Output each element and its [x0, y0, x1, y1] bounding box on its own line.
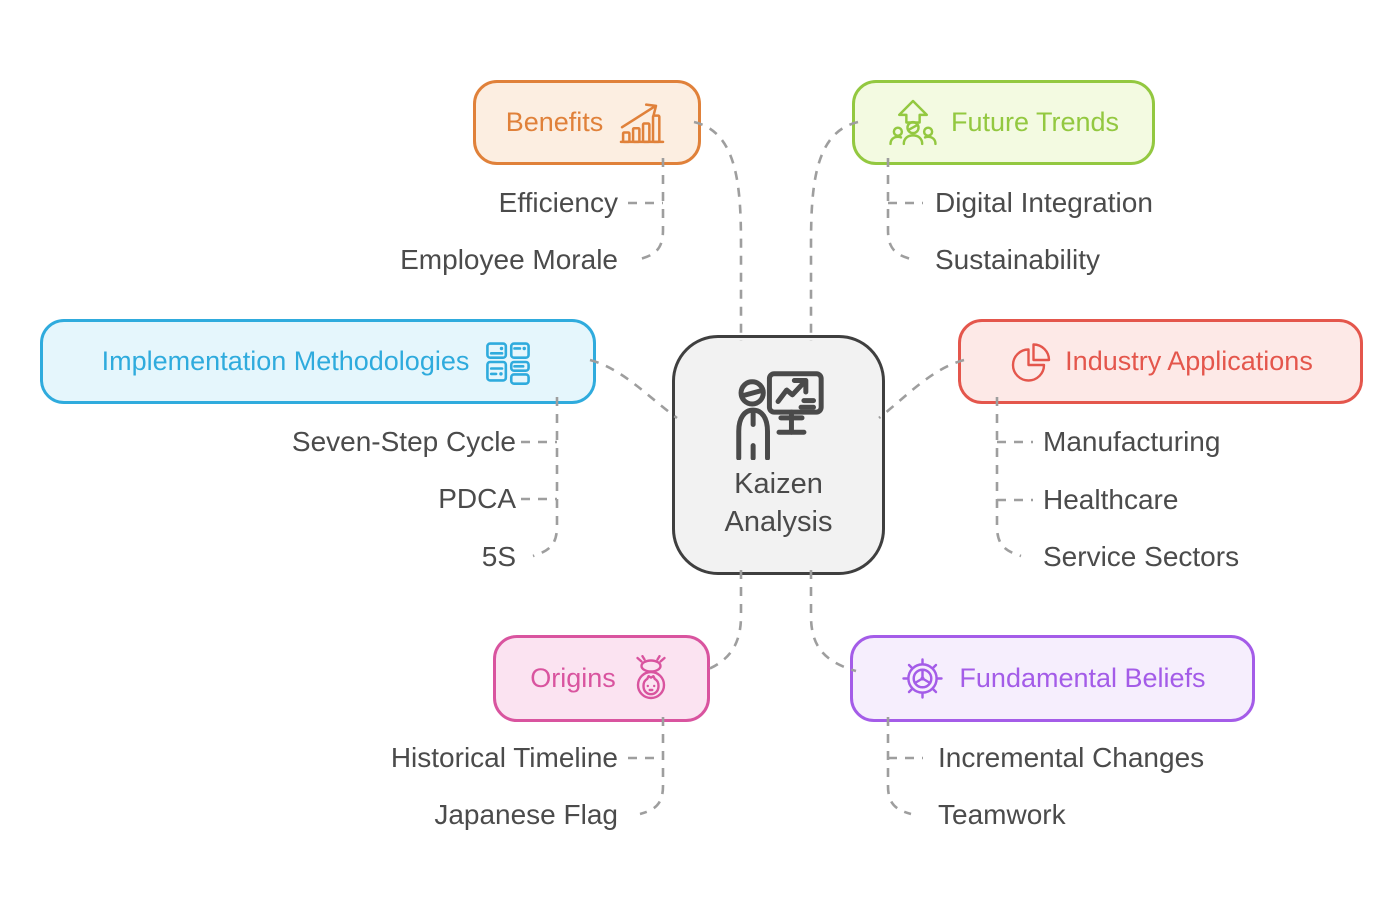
- node-industry-applications: Industry Applications: [958, 319, 1363, 404]
- center-title-line2: Analysis: [724, 506, 833, 538]
- child-historical-timeline: Historical Timeline: [390, 742, 618, 773]
- connector-implementation-to-center: [589, 358, 678, 420]
- module-cards-grid-icon: [482, 338, 534, 386]
- node-benefits: Benefits: [473, 80, 701, 165]
- node-industry-applications-label: Industry Applications: [1065, 346, 1313, 376]
- spine-future-trends-children: [886, 158, 912, 261]
- node-origins-label: Origins: [530, 663, 616, 693]
- node-future-trends-label: Future Trends: [950, 107, 1120, 137]
- gear-wheel-icon: [899, 655, 946, 702]
- pie-chart-icon: [1008, 340, 1052, 384]
- child-healthcare: Healthcare: [1043, 484, 1179, 515]
- spine-origins-children: [639, 717, 665, 816]
- node-origins: Origins: [493, 635, 710, 722]
- node-benefits-label: Benefits: [505, 107, 604, 137]
- child-5s: 5S: [481, 541, 516, 572]
- child-incremental-changes: Incremental Changes: [938, 742, 1205, 773]
- spine-industry-children: [995, 397, 1022, 558]
- spine-beliefs-children: [886, 717, 912, 816]
- center-title: Kaizen Analysis: [725, 466, 833, 541]
- connector-future-trends-to-center: [809, 120, 859, 341]
- japanese-figure-icon: [629, 654, 673, 703]
- team-growth-arrow-icon: [888, 99, 938, 146]
- child-employee-morale: Employee Morale: [400, 244, 618, 275]
- spine-benefits-children: [639, 158, 665, 261]
- node-implementation-methodologies: Implementation Methodologies: [40, 319, 596, 404]
- child-manufacturing: Manufacturing: [1043, 426, 1221, 457]
- connector-industry-to-center: [878, 358, 965, 420]
- child-seven-step-cycle: Seven-Step Cycle: [291, 426, 516, 457]
- growth-bar-chart-icon: [616, 102, 668, 144]
- child-efficiency: Efficiency: [498, 187, 618, 218]
- node-future-trends: Future Trends: [852, 80, 1155, 165]
- node-fundamental-beliefs: Fundamental Beliefs: [850, 635, 1255, 722]
- child-service-sectors: Service Sectors: [1043, 541, 1240, 572]
- child-digital-integration: Digital Integration: [935, 187, 1153, 218]
- node-implementation-methodologies-label: Implementation Methodologies: [101, 346, 470, 376]
- child-sustainability: Sustainability: [935, 244, 1100, 275]
- connector-benefits-to-center: [693, 120, 743, 341]
- node-kaizen-analysis: Kaizen Analysis: [672, 335, 885, 575]
- center-title-line1: Kaizen: [734, 468, 823, 501]
- child-japanese-flag: Japanese Flag: [434, 799, 618, 830]
- node-fundamental-beliefs-label: Fundamental Beliefs: [959, 663, 1206, 693]
- child-teamwork: Teamwork: [938, 799, 1066, 830]
- presenter-whiteboard-chart-icon: [731, 368, 827, 461]
- child-pdca: PDCA: [438, 483, 516, 514]
- spine-implementation-children: [532, 397, 559, 558]
